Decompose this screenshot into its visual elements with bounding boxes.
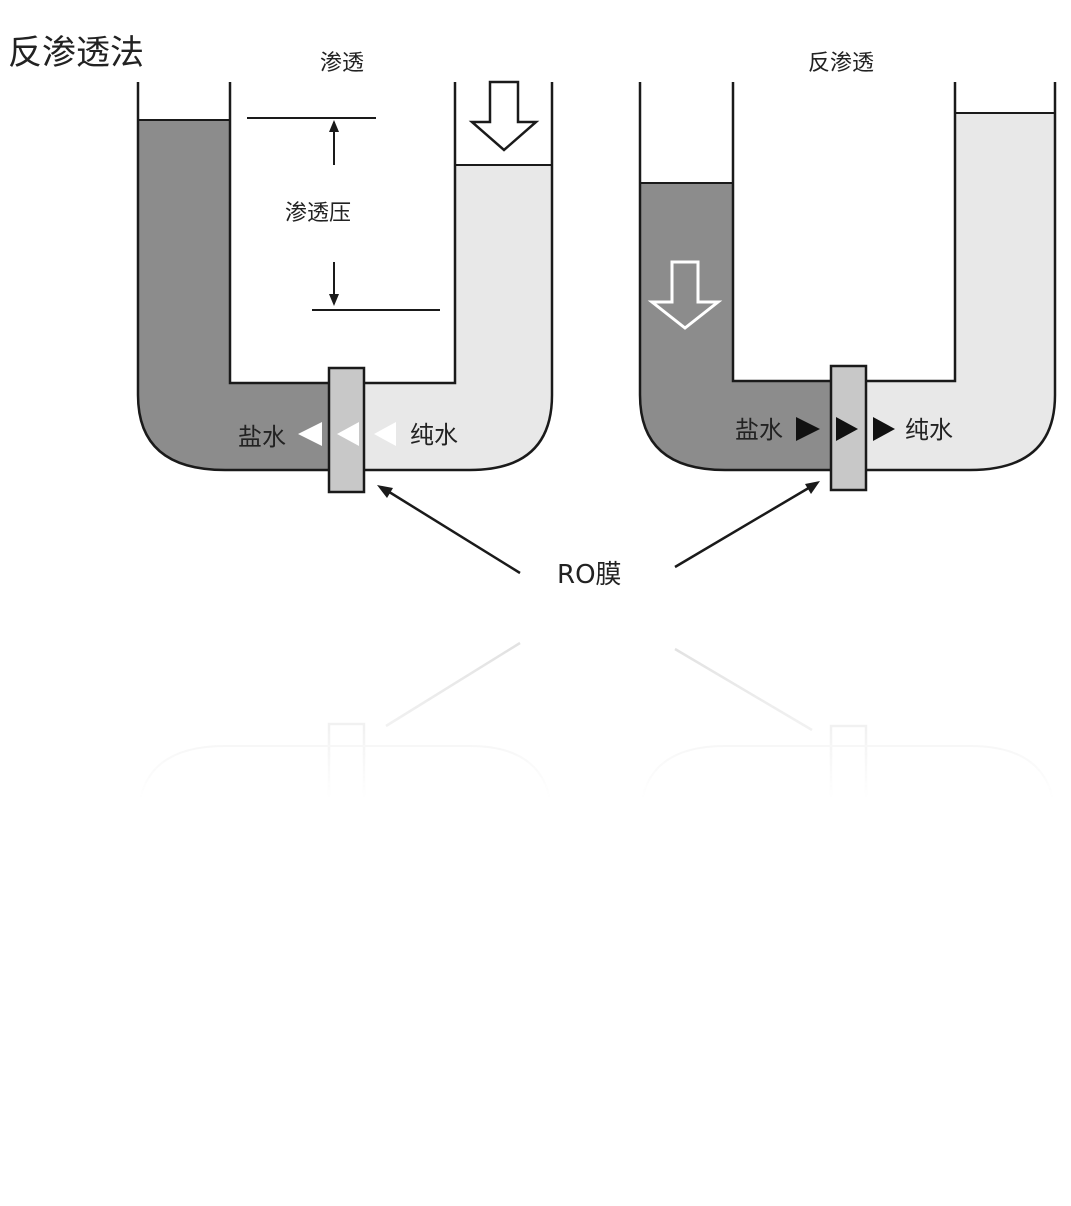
flow-arrow-icon [873,417,895,441]
flow-arrow-icon [298,422,322,446]
hollow-down-arrow-icon [468,80,540,152]
hollow-down-arrow-icon [647,260,723,330]
salt-water-label: 盐水 [238,423,286,451]
ro-membrane-label: RO膜 [557,560,622,590]
salt-water-fill [138,120,346,470]
salt-water-label: 盐水 [735,416,783,444]
osmosis-panel: 渗透 渗透压 盐水 纯水 [136,51,554,494]
pointer-arrow-icon [377,485,393,498]
membrane-callout: RO膜 [377,481,820,590]
pure-water-label: 纯水 [410,421,458,449]
up-arrow-icon [329,120,339,132]
reverse-osmosis-heading: 反渗透 [808,51,874,76]
flow-arrow-icon [374,422,396,446]
mirror-reflection [137,641,1056,852]
u-tube-outline [136,82,554,472]
flow-arrow-icon [836,417,858,441]
reverse-osmosis-panel: 反渗透 盐水 纯水 [638,51,1057,492]
diagram-title: 反渗透法 [8,33,144,73]
down-arrow-icon [329,294,339,306]
osmotic-pressure-label: 渗透压 [285,201,351,226]
pure-water-fill [346,165,552,470]
osmosis-heading: 渗透 [320,51,364,76]
flow-arrow-icon [796,417,820,441]
salt-water-fill [640,183,848,470]
pointer-arrow-icon [805,481,820,494]
pure-water-label: 纯水 [905,416,953,444]
flow-arrow-icon [337,422,359,446]
